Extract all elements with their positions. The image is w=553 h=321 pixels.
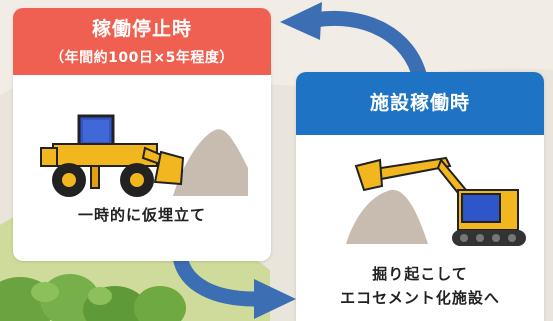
- operating-period-title: 施設稼働時: [369, 92, 470, 114]
- stop-period-card: 稼働停止時 （年間約100日×5年程度） 一時的に仮埋立て: [13, 8, 271, 261]
- wheel-loader-icon: [40, 114, 248, 197]
- curved-arrow-to-operate: [172, 255, 296, 319]
- stop-period-subtitle: （年間約100日×5年程度）: [50, 50, 234, 66]
- curved-arrow-to-stop: [280, 2, 428, 80]
- operating-period-card: 施設稼働時 掘り起こして エコセメント化施設へ: [296, 72, 544, 321]
- stop-period-caption: 一時的に仮埋立て: [77, 206, 206, 224]
- operating-period-header: 施設稼働時: [296, 72, 544, 135]
- operating-period-caption: 掘り起こして エコセメント化施設へ: [296, 262, 544, 310]
- tree-cluster: [0, 274, 186, 321]
- excavator-icon: [346, 156, 526, 246]
- operating-caption-line2: エコセメント化施設へ: [340, 289, 500, 307]
- operating-caption-line1: 掘り起こして: [372, 265, 468, 283]
- stop-period-header: 稼働停止時 （年間約100日×5年程度）: [13, 8, 271, 75]
- stop-period-title: 稼働停止時: [91, 18, 192, 40]
